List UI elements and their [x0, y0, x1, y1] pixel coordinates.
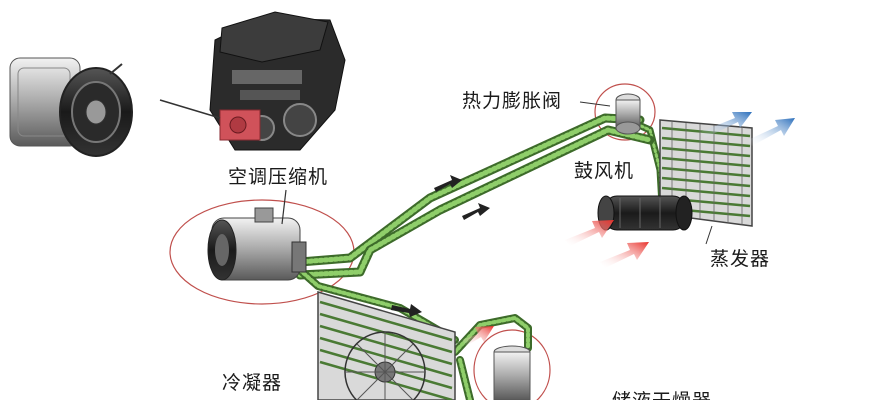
receiver-drier-unit — [493, 345, 531, 400]
compressor-unit — [207, 207, 307, 281]
flow-arrows — [391, 175, 490, 317]
blower-unit — [597, 195, 693, 231]
flow-arrow-condenser — [391, 304, 422, 317]
label-expansion-valve: 热力膨胀阀 — [462, 90, 563, 112]
condenser-unit — [317, 290, 456, 400]
label-compressor: 空调压缩机 — [228, 166, 329, 188]
hot-air-arrows — [565, 220, 649, 268]
expansion-valve-callout-circle — [594, 83, 656, 141]
engine-photo — [159, 11, 346, 151]
compressor-leader-line — [281, 189, 287, 225]
flow-arrow-up — [434, 175, 462, 192]
label-blower: 鼓风机 — [574, 160, 635, 182]
label-evaporator: 蒸发器 — [710, 248, 771, 270]
condenser-hot-air-arrow — [462, 326, 494, 346]
expansion-valve-leader — [579, 101, 611, 107]
expansion-valve — [615, 93, 641, 135]
evaporator-leader — [705, 225, 713, 245]
label-receiver-drier: 储液干燥器 — [612, 386, 712, 400]
compressor-photo — [9, 57, 133, 157]
flow-arrow-down — [462, 203, 490, 220]
label-condenser: 冷凝器 — [222, 372, 283, 394]
cold-air-arrows — [700, 112, 795, 146]
receiver-drier-callout-circle — [473, 329, 551, 400]
